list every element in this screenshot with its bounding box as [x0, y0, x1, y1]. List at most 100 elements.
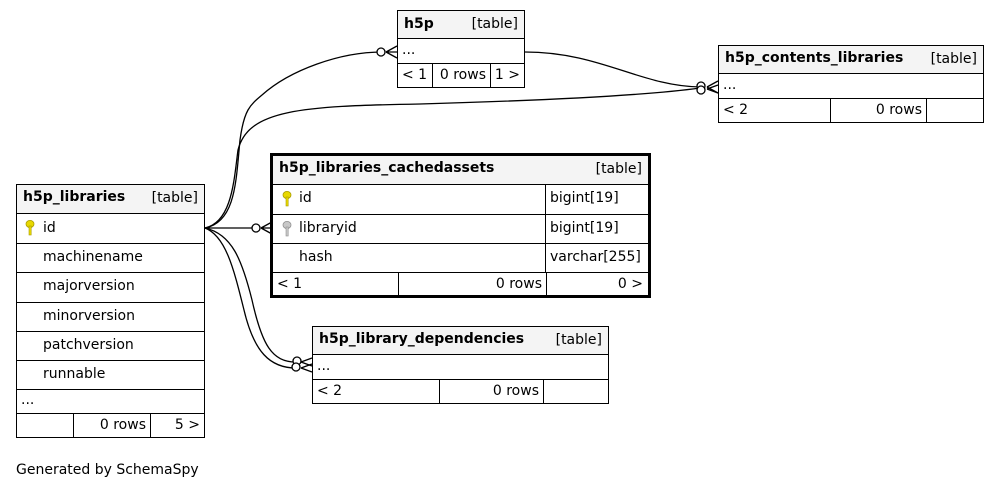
- primary-key-icon: [25, 220, 35, 236]
- children-count: 5 >: [174, 417, 200, 433]
- column-row: machinename: [17, 244, 204, 273]
- children-count: 1 >: [494, 67, 520, 83]
- row-count: 0 rows: [875, 102, 922, 118]
- table-type: [table]: [595, 161, 642, 177]
- link-h5p-contents-libraries: [524, 51, 701, 88]
- table-header: h5p_contents_libraries [table]: [719, 46, 983, 74]
- column-name: libraryid: [299, 220, 357, 236]
- parents-count: < 1: [402, 67, 428, 83]
- table-name: h5p_library_dependencies: [319, 331, 525, 347]
- parents-count: < 1: [277, 276, 303, 292]
- columns-ellipsis: ...: [402, 42, 416, 58]
- column-name: id: [43, 220, 56, 236]
- column-name-cell: hash: [273, 244, 546, 272]
- column-row: hash varchar[255]: [273, 244, 648, 273]
- optional-marker-cachedassets: [251, 223, 261, 233]
- link-libraries-dependencies-2: [204, 227, 297, 369]
- columns-ellipsis: ...: [317, 358, 331, 374]
- children-cell: 5 >: [151, 414, 204, 438]
- crowfoot-h5p: [385, 45, 398, 59]
- table-name: h5p_libraries: [23, 189, 126, 205]
- table-header: h5p_library_dependencies [table]: [313, 327, 608, 355]
- table-stats-row: 0 rows 5 >: [17, 414, 204, 438]
- column-name: minorversion: [43, 308, 135, 324]
- table-header: h5p_libraries [table]: [17, 185, 204, 214]
- column-row: runnable: [17, 361, 204, 390]
- column-row: id bigint[19]: [273, 185, 648, 215]
- rows-cell: 0 rows: [74, 414, 151, 438]
- children-cell: [927, 99, 983, 123]
- column-name: majorversion: [43, 278, 135, 294]
- column-type-cell: bigint[19]: [546, 215, 648, 243]
- table-stats-row: < 2 0 rows: [719, 99, 983, 123]
- optional-marker-dependencies-2: [291, 362, 301, 372]
- column-name-cell: libraryid: [273, 215, 546, 243]
- parents-cell: [17, 414, 74, 438]
- table-stats-row: < 1 0 rows 0 >: [273, 273, 648, 298]
- row-count: 0 rows: [439, 67, 486, 83]
- columns-ellipsis-row: ...: [17, 390, 204, 414]
- parents-cell: < 2: [719, 99, 831, 123]
- column-name: machinename: [43, 249, 143, 265]
- columns-ellipsis-row: ...: [313, 355, 608, 380]
- parents-cell: < 2: [313, 380, 440, 404]
- optional-marker-h5p: [376, 47, 386, 57]
- column-name: hash: [299, 249, 333, 265]
- parents-count: < 2: [723, 102, 749, 118]
- crowfoot-dependencies-2: [300, 363, 313, 373]
- rows-cell: 0 rows: [399, 273, 547, 298]
- row-count: 0 rows: [495, 276, 542, 292]
- row-count: 0 rows: [492, 383, 539, 399]
- children-cell: 0 >: [547, 273, 648, 298]
- optional-marker-contents-libraries-2: [696, 85, 706, 95]
- columns-ellipsis-row: ...: [398, 39, 524, 64]
- column-row: majorversion: [17, 273, 204, 303]
- children-count: 0 >: [617, 276, 643, 292]
- column-type: bigint[19]: [550, 220, 619, 236]
- crowfoot-contents-libraries-2: [706, 84, 719, 94]
- columns-ellipsis: ...: [21, 392, 35, 408]
- primary-key-icon: [282, 191, 292, 207]
- table-type: [table]: [471, 16, 518, 32]
- table-h5p[interactable]: h5p [table] ... < 1 0 rows 1 >: [397, 10, 525, 88]
- link-libraries-contents-libraries: [204, 87, 701, 229]
- table-stats-row: < 1 0 rows 1 >: [398, 64, 524, 88]
- table-name: h5p_libraries_cachedassets: [279, 160, 495, 176]
- foreign-key-icon: [282, 221, 292, 237]
- row-count: 0 rows: [99, 417, 146, 433]
- columns-ellipsis: ...: [723, 77, 737, 93]
- column-row: minorversion: [17, 303, 204, 332]
- column-type-cell: varchar[255]: [546, 244, 648, 272]
- children-cell: [544, 380, 608, 404]
- link-libraries-dependencies-1: [204, 227, 297, 363]
- column-name-cell: id: [273, 185, 546, 214]
- table-type: [table]: [555, 332, 602, 348]
- column-name: runnable: [43, 366, 106, 382]
- table-header: h5p_libraries_cachedassets [table]: [273, 156, 648, 185]
- column-row: patchversion: [17, 332, 204, 361]
- table-h5p-libraries[interactable]: h5p_libraries [table] id machinename maj…: [16, 184, 205, 438]
- link-libraries-h5p: [204, 51, 383, 229]
- column-name: patchversion: [43, 337, 134, 353]
- table-name: h5p: [404, 16, 434, 32]
- parents-cell: < 1: [273, 273, 399, 298]
- column-name: id: [299, 190, 312, 206]
- table-h5p-libraries-cachedassets[interactable]: h5p_libraries_cachedassets [table] id bi…: [270, 153, 651, 298]
- table-stats-row: < 2 0 rows: [313, 380, 608, 404]
- column-type: varchar[255]: [550, 249, 641, 265]
- rows-cell: 0 rows: [433, 64, 491, 88]
- column-type: bigint[19]: [550, 190, 619, 206]
- column-type-cell: bigint[19]: [546, 185, 648, 214]
- children-cell: 1 >: [491, 64, 524, 88]
- rows-cell: 0 rows: [440, 380, 544, 404]
- parents-count: < 2: [317, 383, 343, 399]
- rows-cell: 0 rows: [831, 99, 927, 123]
- table-type: [table]: [930, 51, 977, 67]
- table-h5p-contents-libraries[interactable]: h5p_contents_libraries [table] ... < 2 0…: [718, 45, 984, 123]
- table-type: [table]: [151, 190, 198, 206]
- table-name: h5p_contents_libraries: [725, 50, 904, 66]
- footer-text: Generated by SchemaSpy: [16, 462, 199, 478]
- table-h5p-library-dependencies[interactable]: h5p_library_dependencies [table] ... < 2…: [312, 326, 609, 404]
- column-row: libraryid bigint[19]: [273, 215, 648, 244]
